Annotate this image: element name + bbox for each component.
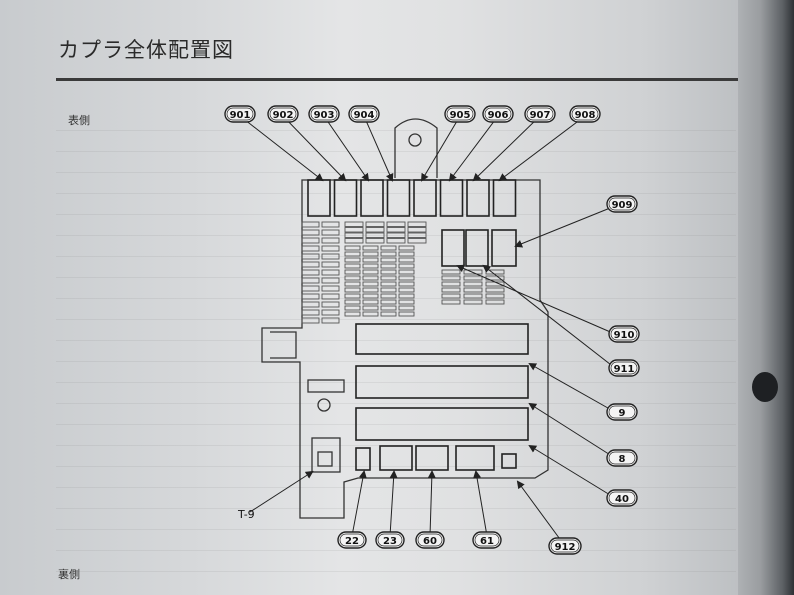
label-901-text: 901: [230, 110, 251, 121]
label-8: 8: [606, 449, 638, 467]
label-902: 902: [267, 105, 299, 123]
top-connector-905: [413, 179, 437, 217]
label-t9: T-9: [237, 508, 255, 521]
label-908: 908: [569, 105, 601, 123]
label-911: 911: [608, 359, 640, 377]
large-connectors: [355, 323, 529, 441]
label-23: 23: [375, 531, 405, 549]
label-902-text: 902: [273, 110, 294, 121]
bottom-connectors-row: [355, 445, 517, 471]
label-61-text: 61: [480, 536, 494, 547]
label-22: 22: [337, 531, 367, 549]
label-907: 907: [524, 105, 556, 123]
page-title: カプラ全体配置図: [58, 38, 234, 62]
label-910: 910: [608, 325, 640, 343]
label-60-text: 60: [423, 536, 437, 547]
label-903: 903: [308, 105, 340, 123]
title-underline: [56, 78, 756, 81]
label-901: 901: [224, 105, 256, 123]
top-connector-903: [360, 179, 384, 217]
label-911-text: 911: [614, 364, 635, 375]
label-910-text: 910: [614, 330, 635, 341]
top-connector-907: [466, 179, 490, 217]
label-40: 40: [606, 489, 638, 507]
top-connectors-row: [307, 179, 517, 217]
label-906: 906: [482, 105, 514, 123]
fuse-box-body: [261, 118, 549, 519]
label-905: 905: [444, 105, 476, 123]
label-905-text: 905: [450, 110, 471, 121]
fuse-grid: [301, 221, 505, 324]
label-912-text: 912: [555, 542, 576, 553]
label-904-text: 904: [354, 110, 375, 121]
section-front-label: 表側: [68, 114, 90, 127]
top-connector-906: [439, 179, 464, 217]
top-connector-902: [333, 179, 358, 217]
relay-group-909: [441, 229, 517, 267]
label-909-text: 909: [612, 200, 633, 211]
label-912: 912: [548, 537, 582, 555]
label-61: 61: [472, 531, 502, 549]
label-903-text: 903: [314, 110, 335, 121]
callout-labels: 901 902 903 904 905 906 907 908 909 910 911 9 8 40 22 2…: [224, 105, 640, 555]
section-back-label: 裏側: [58, 568, 80, 581]
label-906-text: 906: [488, 110, 509, 121]
top-connector-901: [307, 179, 331, 217]
label-40-text: 40: [615, 494, 629, 505]
label-60: 60: [415, 531, 445, 549]
label-22-text: 22: [345, 536, 359, 547]
label-909: 909: [606, 195, 638, 213]
label-908-text: 908: [575, 110, 596, 121]
top-connector-908: [492, 179, 517, 217]
label-904: 904: [348, 105, 380, 123]
label-9-text: 9: [619, 408, 626, 419]
binder-hole: [752, 372, 778, 402]
leader-lines: [239, 115, 621, 547]
label-23-text: 23: [383, 536, 397, 547]
label-8-text: 8: [619, 454, 626, 465]
top-connector-904: [386, 179, 411, 217]
binding-fold: [738, 0, 794, 595]
label-907-text: 907: [530, 110, 551, 121]
label-9: 9: [606, 403, 638, 421]
